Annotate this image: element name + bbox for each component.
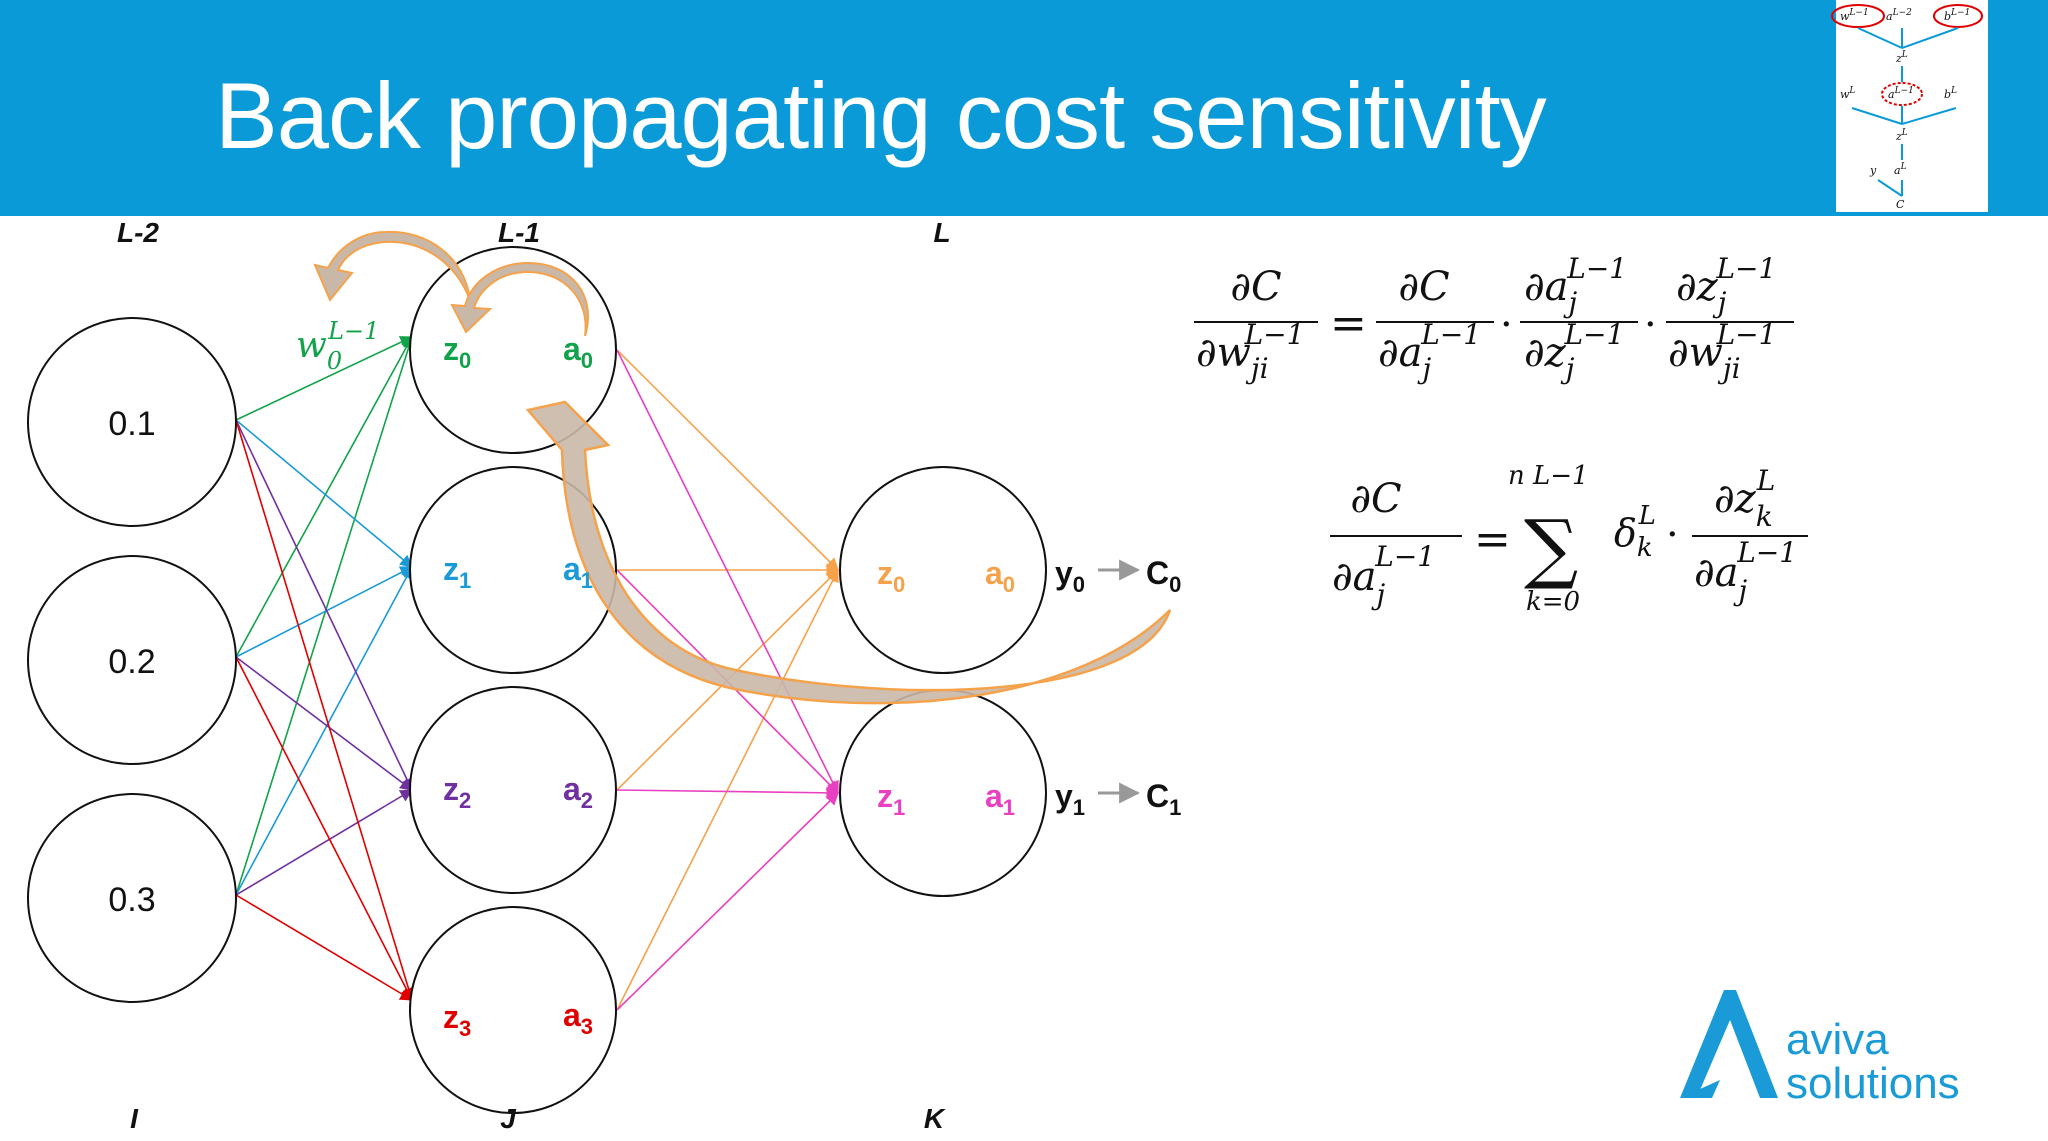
layer-label-j: J <box>500 1103 517 1134</box>
thumb-z1: zL <box>1895 50 1908 65</box>
eq2-sum-top: n L−1 <box>1508 461 1589 491</box>
eq1-f3-den: ∂wjiL−1 <box>1668 318 1776 385</box>
eq1-lhs-num: ∂C <box>1230 264 1281 310</box>
title-bar <box>0 0 2048 216</box>
thumb-a2: aL−1 <box>1888 86 1914 101</box>
hidden-z-label-1: z1 <box>443 551 471 593</box>
y-label-0: y0 <box>1055 555 1085 597</box>
output-a-label-0: a0 <box>985 555 1015 597</box>
eq2-equals: = <box>1474 514 1511 565</box>
eq2-f-den: ∂ajL−1 <box>1694 536 1797 607</box>
eq2-sum: ∑ <box>1524 503 1578 592</box>
aviva-logo: aviva solutions <box>1680 990 1960 1108</box>
eq1-equals: = <box>1330 298 1367 349</box>
layer-label-i: I <box>130 1103 139 1134</box>
aviva-logo-mark <box>1680 990 1778 1098</box>
output-node-0 <box>839 466 1047 674</box>
output-a-label-1: a1 <box>985 778 1015 820</box>
thumb-c: C <box>1896 198 1905 211</box>
thumb-a: aL−2 <box>1886 8 1912 23</box>
eq1-dot-1: · <box>1500 302 1513 348</box>
hidden-z-label-2: z2 <box>443 771 471 813</box>
eq2-delta: δkL <box>1614 501 1656 563</box>
slide-title: Back propagating cost sensitivity <box>215 63 1547 168</box>
cost-label-1: C1 <box>1146 778 1181 820</box>
hidden-a-label-0: a0 <box>563 331 593 373</box>
logo-text-line2: solutions <box>1786 1059 1960 1108</box>
small-arc-arrow-left <box>313 230 471 302</box>
eq2-lhs-den: ∂ajL−1 <box>1332 540 1435 611</box>
backprop-arrow <box>525 400 1172 705</box>
input-node-0 <box>27 317 237 527</box>
layer-label-l-2: L-2 <box>117 217 159 248</box>
thumb-w: wL−1 <box>1840 8 1869 23</box>
hidden-z-label-0: z0 <box>443 331 471 373</box>
layer-label-k: K <box>924 1103 946 1134</box>
layer-label-l: L <box>933 217 950 248</box>
thumbnail-diagram: wL−1 aL−2 bL−1 zL wL aL−1 bL zL y aL C <box>1831 0 1988 212</box>
equation-2: ∂C ∂ajL−1 = n L−1 ∑ k=0 δkL · ∂zkL ∂ajL−… <box>1330 461 1808 617</box>
hidden-a-label-1: a1 <box>563 551 593 593</box>
eq2-dot: · <box>1666 512 1679 558</box>
eq2-lhs-num: ∂C <box>1350 476 1401 522</box>
thumb-y: y <box>1869 164 1877 177</box>
eq1-f2-den: ∂zjL−1 <box>1524 318 1624 385</box>
output-z-label-1: z1 <box>877 778 905 820</box>
thumb-a3: aL <box>1894 162 1907 177</box>
cost-label-0: C0 <box>1146 555 1181 597</box>
hidden-node-1 <box>409 466 617 674</box>
input-value-1: 0.2 <box>108 643 155 681</box>
equation-1: ∂C ∂wjiL−1 = ∂C ∂ajL−1 · ∂ajL−1 ∂zjL−1 ·… <box>1194 252 1794 385</box>
thumb-z2: zL <box>1895 128 1908 143</box>
layer-label-l-1: L-1 <box>498 217 540 248</box>
eq1-dot-2: · <box>1644 302 1657 348</box>
output-z-label-0: z0 <box>877 555 905 597</box>
y-label-1: y1 <box>1055 778 1085 820</box>
logo-text-line1: aviva <box>1786 1015 1889 1064</box>
eq2-sum-bottom: k=0 <box>1526 587 1580 617</box>
hidden-a-label-3: a3 <box>563 997 593 1039</box>
input-hidden-edges <box>235 335 415 1002</box>
output-node-1 <box>839 689 1047 897</box>
eq1-f1-num: ∂C <box>1398 264 1449 310</box>
thumb-w2: wL <box>1840 86 1855 101</box>
eq2-f-num: ∂zkL <box>1714 464 1775 533</box>
input-node-1 <box>27 555 237 765</box>
small-arc-arrow-right <box>450 261 589 337</box>
input-value-0: 0.1 <box>108 405 155 443</box>
eq1-f1-den: ∂ajL−1 <box>1378 318 1481 385</box>
thumb-b: bL−1 <box>1944 8 1970 23</box>
thumb-b2: bL <box>1944 86 1957 101</box>
hidden-z-label-3: z3 <box>443 999 471 1041</box>
hidden-a-label-2: a2 <box>563 771 593 813</box>
eq1-f2-num: ∂ajL−1 <box>1524 252 1627 319</box>
eq1-f3-num: ∂zjL−1 <box>1676 252 1776 319</box>
hidden-node-3 <box>409 906 617 1114</box>
eq1-lhs-den: ∂wjiL−1 <box>1196 318 1304 385</box>
input-value-2: 0.3 <box>108 881 155 919</box>
weight-label: w0L−1 <box>296 317 379 375</box>
input-node-2 <box>27 793 237 1003</box>
hidden-node-2 <box>409 686 617 894</box>
